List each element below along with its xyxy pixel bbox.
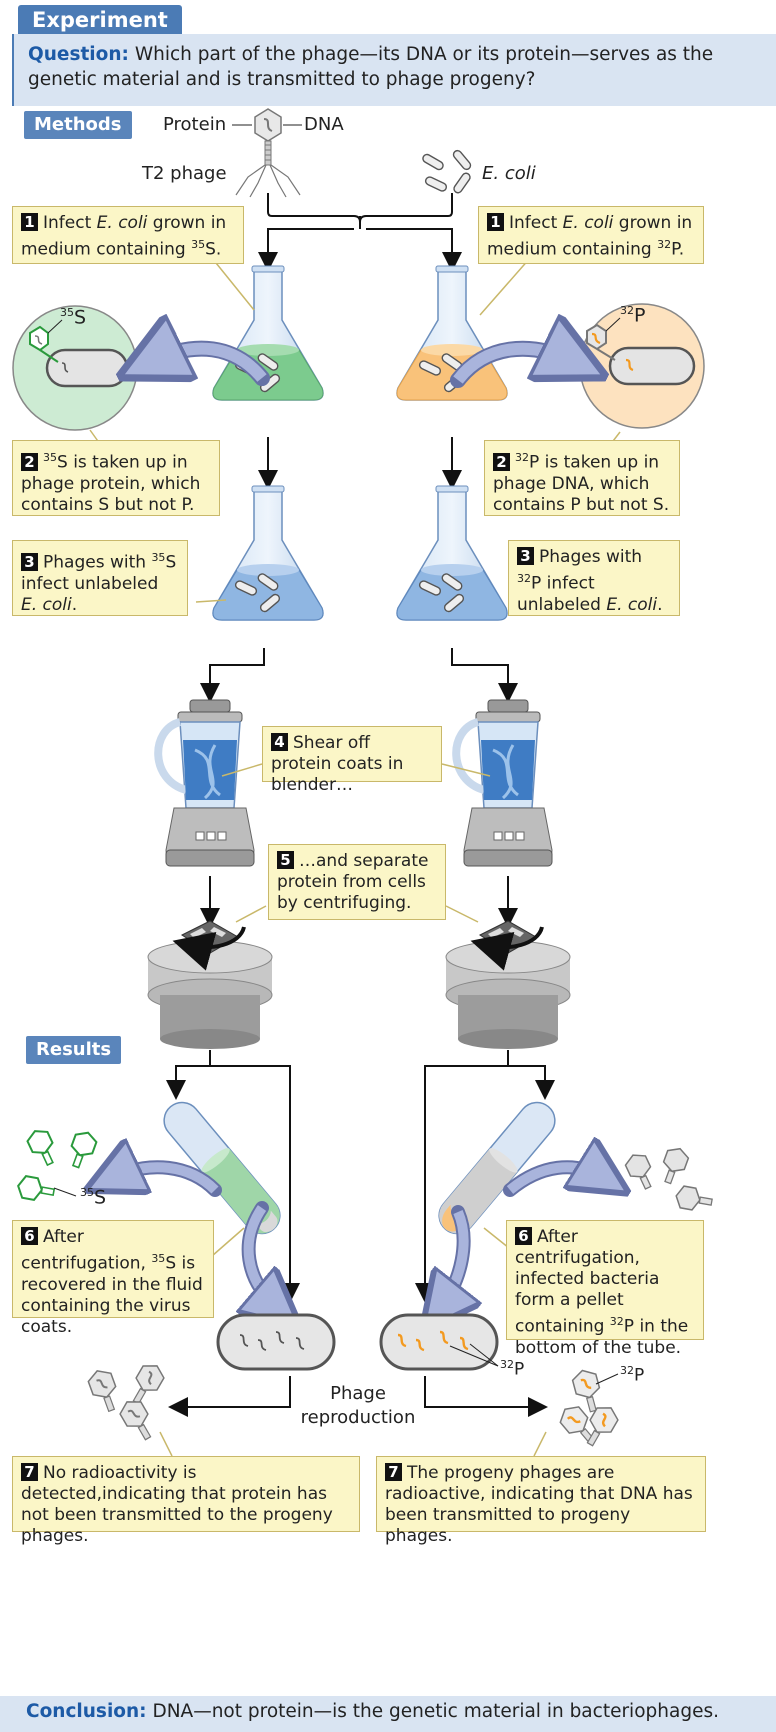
progeny-phages-left xyxy=(84,1358,169,1446)
zoom-circle-35s xyxy=(12,305,138,431)
coat-35s-label: 35S xyxy=(80,1186,107,1209)
centrifuge-right xyxy=(445,920,571,1049)
progeny-32p-label: 32P xyxy=(620,1364,645,1386)
conclusion-text: Conclusion: DNA—not protein—is the genet… xyxy=(26,1701,719,1722)
circle-35s-label: 35S xyxy=(60,306,87,329)
flask-infect-right xyxy=(396,485,508,621)
blender-right xyxy=(452,699,553,867)
gray-phage-coats xyxy=(622,1144,715,1214)
ecoli-label: E. coli xyxy=(482,163,536,184)
phage-reproduction-label: Phage reproduction xyxy=(300,1383,416,1428)
flask-infect-left xyxy=(212,485,324,621)
ecoli-cells-icon xyxy=(420,148,473,196)
methods-label: Methods xyxy=(24,111,132,139)
conclusion-bar: Conclusion: DNA—not protein—is the genet… xyxy=(0,1696,776,1732)
blender-left xyxy=(154,699,255,867)
dna-label: DNA xyxy=(304,114,344,135)
question-text: Question: Which part of the phage—its DN… xyxy=(28,42,768,92)
bacterium-right xyxy=(379,1313,499,1371)
step5-note: 5…and separate protein from cells by cen… xyxy=(268,844,446,920)
t2-phage-icon xyxy=(235,108,301,198)
results-label: Results xyxy=(26,1036,122,1064)
experiment-tab: Experiment xyxy=(18,5,182,35)
question-body: Which part of the phage—its DNA or its p… xyxy=(28,44,714,90)
centrifuge-left xyxy=(147,920,273,1049)
progeny-phages-right xyxy=(554,1366,623,1452)
bacterium-left xyxy=(216,1313,336,1371)
pellet-32p-label: 32P xyxy=(500,1358,525,1380)
question-box: Question: Which part of the phage—its DN… xyxy=(12,34,776,106)
protein-label: Protein xyxy=(163,114,227,135)
question-label: Question: xyxy=(28,44,129,65)
t2-phage-label: T2 phage xyxy=(142,163,227,184)
circle-32p-label: 32P xyxy=(620,304,646,327)
